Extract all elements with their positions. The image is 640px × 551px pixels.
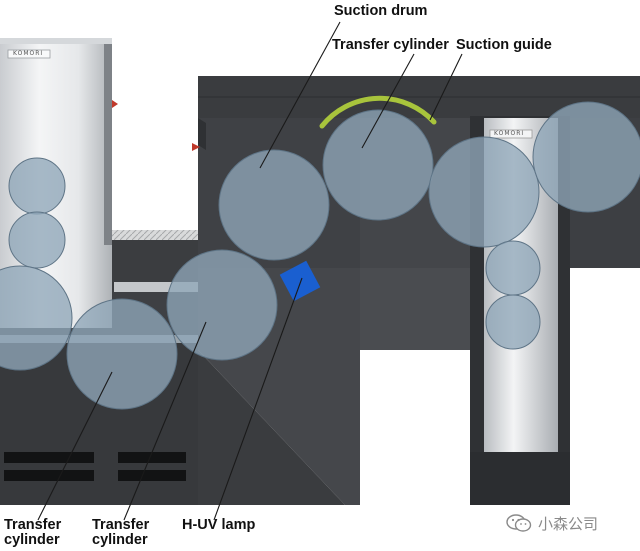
label-transfer-left-line1: Transfer (4, 517, 62, 533)
huv-lamp-block (279, 260, 321, 302)
right-cylinder-b (532, 101, 640, 213)
cylinders (0, 101, 640, 410)
label-transfer-mid-line2: cylinder (92, 532, 148, 548)
komori-logo-left: KOMORI (13, 50, 44, 57)
label-transfer-cylinder-left: Transfer cylinder (4, 518, 61, 548)
transfer-cylinder-left (66, 298, 178, 410)
right-small-cylinder-1 (485, 240, 541, 296)
left-upper-cylinder (8, 157, 66, 215)
komori-logo-right: KOMORI (494, 130, 525, 137)
label-huv-lamp: H-UV lamp (182, 517, 256, 533)
leader-lines (37, 21, 463, 521)
left-middle-cylinder (8, 211, 66, 269)
label-transfer-cylinder-middle: Transfer cylinder (92, 518, 149, 548)
label-suction-drum: Suction drum (334, 3, 428, 19)
watermark: 小森公司 (506, 512, 598, 534)
label-transfer-mid-line1: Transfer (92, 517, 150, 533)
suction-drum (218, 149, 330, 261)
wechat-icon (506, 514, 532, 532)
left-big-cylinder (0, 265, 73, 371)
right-small-cylinder-2 (485, 294, 541, 350)
watermark-text: 小森公司 (538, 515, 599, 533)
transfer-cylinder-middle (166, 249, 278, 361)
transfer-cylinder-top (322, 109, 434, 221)
right-cylinder-a (428, 136, 540, 248)
label-suction-guide: Suction guide (456, 37, 552, 53)
label-transfer-cylinder-top: Transfer cylinder (332, 37, 449, 53)
suction-guide-arc (319, 95, 437, 129)
label-transfer-left-line2: cylinder (4, 532, 60, 548)
